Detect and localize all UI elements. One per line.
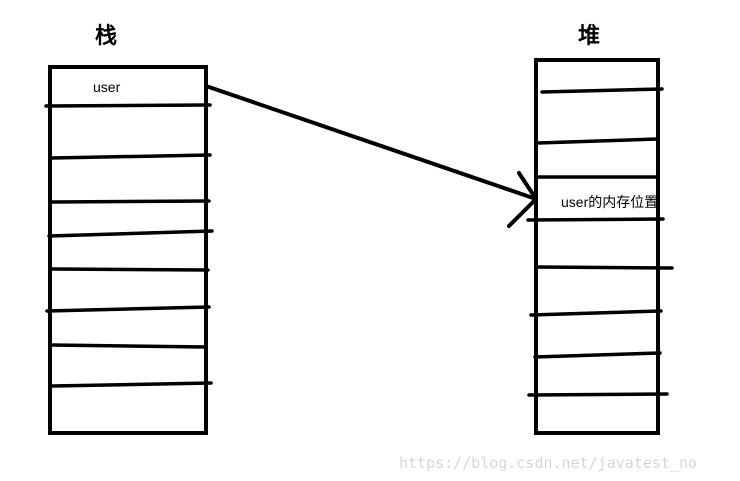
stack-divider (50, 267, 210, 272)
watermark-text: https://blog.csdn.net/javatest_no (399, 454, 697, 472)
stack-divider (50, 199, 211, 204)
heap-divider (529, 309, 663, 317)
stack-divider (50, 153, 212, 160)
stack-block (44, 65, 214, 435)
stack-divider (45, 305, 211, 313)
stack-divider (47, 229, 214, 238)
stack-divider (44, 103, 212, 108)
reference-arrow (204, 84, 538, 228)
stack-divider (50, 381, 213, 388)
arrow-head-icon (507, 171, 538, 228)
heap-title: 堆 (578, 24, 600, 49)
heap-divider (533, 351, 662, 359)
heap-cell-user-location: user的内存位置 (561, 194, 658, 210)
heap-divider (536, 265, 674, 270)
stack-outline (48, 65, 208, 435)
stack-title: 栈 (95, 24, 117, 49)
heap-divider (540, 87, 664, 94)
heap-divider (526, 217, 665, 222)
heap-block (526, 58, 674, 435)
heap-divider (536, 137, 659, 145)
arrow-shaft (204, 84, 538, 201)
heap-outline (534, 58, 660, 435)
heap-divider (527, 392, 669, 397)
stack-cell-user: user (93, 79, 121, 95)
stack-divider (49, 343, 208, 349)
